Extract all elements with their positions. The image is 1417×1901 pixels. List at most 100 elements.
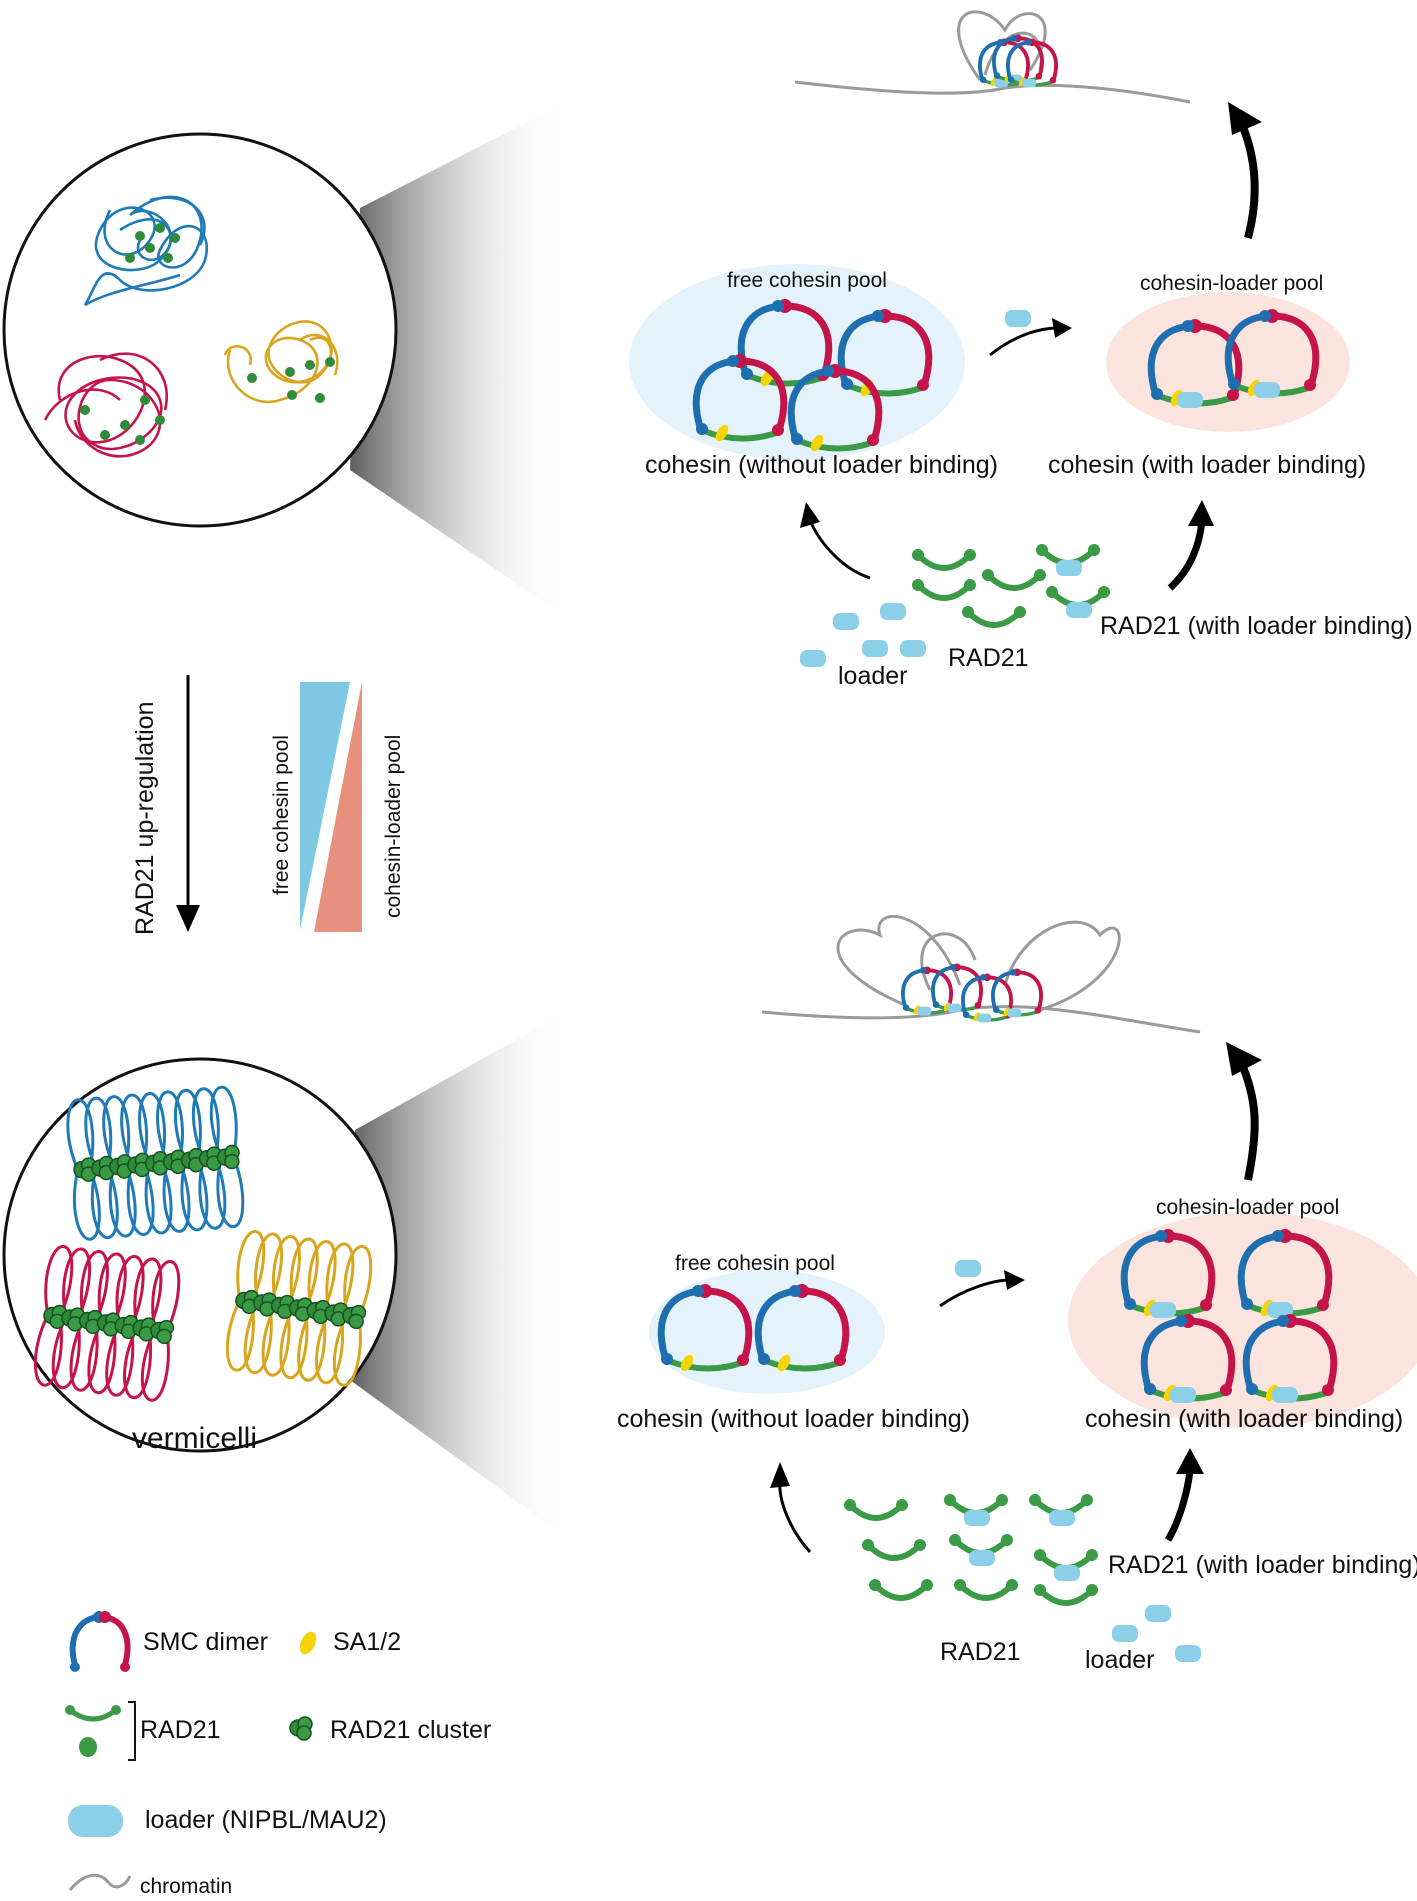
chromatin-loop: [90, 1166, 119, 1240]
free-pool-top: [629, 264, 965, 460]
chromatin-loop: [72, 1168, 101, 1241]
gold-vermicelli: [225, 1230, 373, 1387]
chromatin-loop: [307, 1240, 337, 1313]
chromatin-loop: [123, 1326, 153, 1400]
chromatin-loop: [162, 1160, 191, 1233]
rad21-loader-label-bottom: RAD21 (with loader binding): [1108, 1551, 1417, 1579]
chromosome-circle-bottom: vermicelli: [2, 1057, 398, 1455]
free-gradient-wedge: [300, 682, 350, 930]
chromatin-loop: [315, 1311, 345, 1385]
blue-chromatin-tangle: [83, 195, 208, 307]
free-pool-bottom: [649, 1270, 885, 1394]
chromatin-loop: [105, 1324, 135, 1397]
legend-smc-label: SMC dimer: [143, 1628, 268, 1656]
free-label-bottom: cohesin (without loader binding): [617, 1405, 970, 1433]
chromatin-loop: [87, 1321, 117, 1395]
chromatin-loop: [279, 1306, 309, 1380]
loader-transfer-top: [1005, 310, 1031, 327]
loader-pool-bottom: [1068, 1212, 1417, 1428]
zoom-cone-bottom: [350, 1010, 570, 1540]
chromatin-loop: [332, 1314, 362, 1387]
legend-loader-label: loader (NIPBL/MAU2): [145, 1806, 387, 1834]
legend-loader-icon: [68, 1805, 123, 1837]
chromatin-loop: [254, 1232, 284, 1305]
arrow-rad21-to-loader-bottom: [1164, 1469, 1194, 1542]
legend-sa-icon: [299, 1631, 317, 1655]
chromatin-loop: [69, 1319, 99, 1392]
vermicelli-label: vermicelli: [132, 1422, 257, 1455]
chromatin-loop: [236, 1230, 266, 1303]
rad21-loader-label-top: RAD21 (with loader binding): [1100, 612, 1413, 640]
chromatin-loop: [209, 1085, 238, 1159]
chromatin-loop: [216, 1155, 245, 1229]
loader-transfer-bottom: [955, 1260, 981, 1277]
legend-smc-icon: [69, 1611, 131, 1672]
legend-chromatin-icon: [68, 1873, 132, 1891]
loader-small-top: loader: [838, 662, 908, 690]
loader-gradient-wedge: [314, 682, 362, 932]
loader-pool-title-bottom: cohesin-loader pool: [1156, 1196, 1339, 1219]
chromatin-loop: [297, 1309, 327, 1382]
chromatin-loop: [126, 1163, 155, 1237]
loaders-top: [800, 603, 926, 667]
chromatin-loop: [151, 1260, 181, 1333]
chromatin-loop: [66, 1098, 95, 1171]
rad21-label-bottom: RAD21: [940, 1638, 1021, 1666]
legend-rad21-icon: [65, 1701, 136, 1761]
legend-cluster-icon: [289, 1716, 313, 1741]
legend-sa-label: SA1/2: [333, 1628, 401, 1656]
chromatin-loop: [191, 1087, 220, 1160]
chromatin-loop: [343, 1245, 373, 1318]
arrow-transfer-top: [989, 326, 1059, 357]
chromatin-loop: [138, 1091, 166, 1165]
green-beads-gold: [247, 357, 335, 403]
chromatin-loop: [62, 1247, 92, 1320]
arrow-transfer-bottom: [939, 1278, 1011, 1308]
loader-gradient-label: cohesin-loader pool: [382, 735, 405, 918]
arrow-rad21-to-free-top: [808, 519, 871, 580]
chromatin-loop: [44, 1245, 74, 1318]
gold-chromatin-tangle: [223, 320, 339, 404]
rad21-label-top: RAD21: [948, 644, 1029, 672]
rad21-pool-bottom: [844, 1494, 1098, 1603]
chromatin-loop: [120, 1093, 148, 1166]
arrow-rad21-to-free-bottom: [778, 1479, 812, 1554]
chromatin-loop: [108, 1165, 137, 1238]
free-pool-title-top: free cohesin pool: [727, 269, 887, 292]
red-vermicelli: [33, 1245, 181, 1402]
legend-rad21-label: RAD21: [140, 1716, 221, 1744]
free-gradient-label: free cohesin pool: [270, 735, 293, 895]
legend: SMC dimer SA1/2 RAD21 RAD21 cluster load…: [65, 1611, 491, 1898]
loader-label-bottom: cohesin (with loader binding): [1085, 1405, 1403, 1433]
chromatin-loop: [102, 1095, 131, 1168]
chromatin-loop: [173, 1088, 202, 1162]
chromatin-loop: [289, 1237, 319, 1310]
legend-cluster-label: RAD21 cluster: [330, 1716, 491, 1744]
chromatin-loop: [97, 1252, 127, 1325]
blue-vermicelli: [66, 1085, 245, 1241]
rad21-pool-top: [912, 544, 1110, 625]
green-beads-red: [80, 395, 165, 445]
green-beads-blue: [125, 223, 180, 263]
chromatin-loop: [115, 1255, 145, 1328]
zoom-cone-top: [350, 100, 570, 620]
arrow-top-up: [1236, 118, 1259, 240]
chromatin-loop: [225, 1299, 255, 1372]
chromatin-loop: [144, 1162, 173, 1235]
chromatin-loop: [33, 1314, 63, 1387]
upregulation-label: RAD21 up-regulation: [131, 702, 159, 935]
free-pool-title-bottom: free cohesin pool: [675, 1252, 835, 1275]
chromatin-loop: [133, 1257, 163, 1330]
arrow-rad21-to-loader-top: [1167, 519, 1206, 591]
chromatin-loop: [180, 1158, 209, 1232]
chromosome-circle-top: [2, 132, 398, 528]
chromatin-loop: [156, 1090, 184, 1163]
free-label-top: cohesin (without loader binding): [645, 451, 998, 479]
chromatin-loop: [84, 1096, 113, 1170]
chromatin-loop: [51, 1316, 81, 1390]
chromatin-loop: [79, 1250, 109, 1323]
cohesin-stack-bottom: [903, 963, 1041, 1022]
arrow-bottom-up: [1236, 1058, 1259, 1181]
chromatin-loop: [198, 1157, 227, 1230]
